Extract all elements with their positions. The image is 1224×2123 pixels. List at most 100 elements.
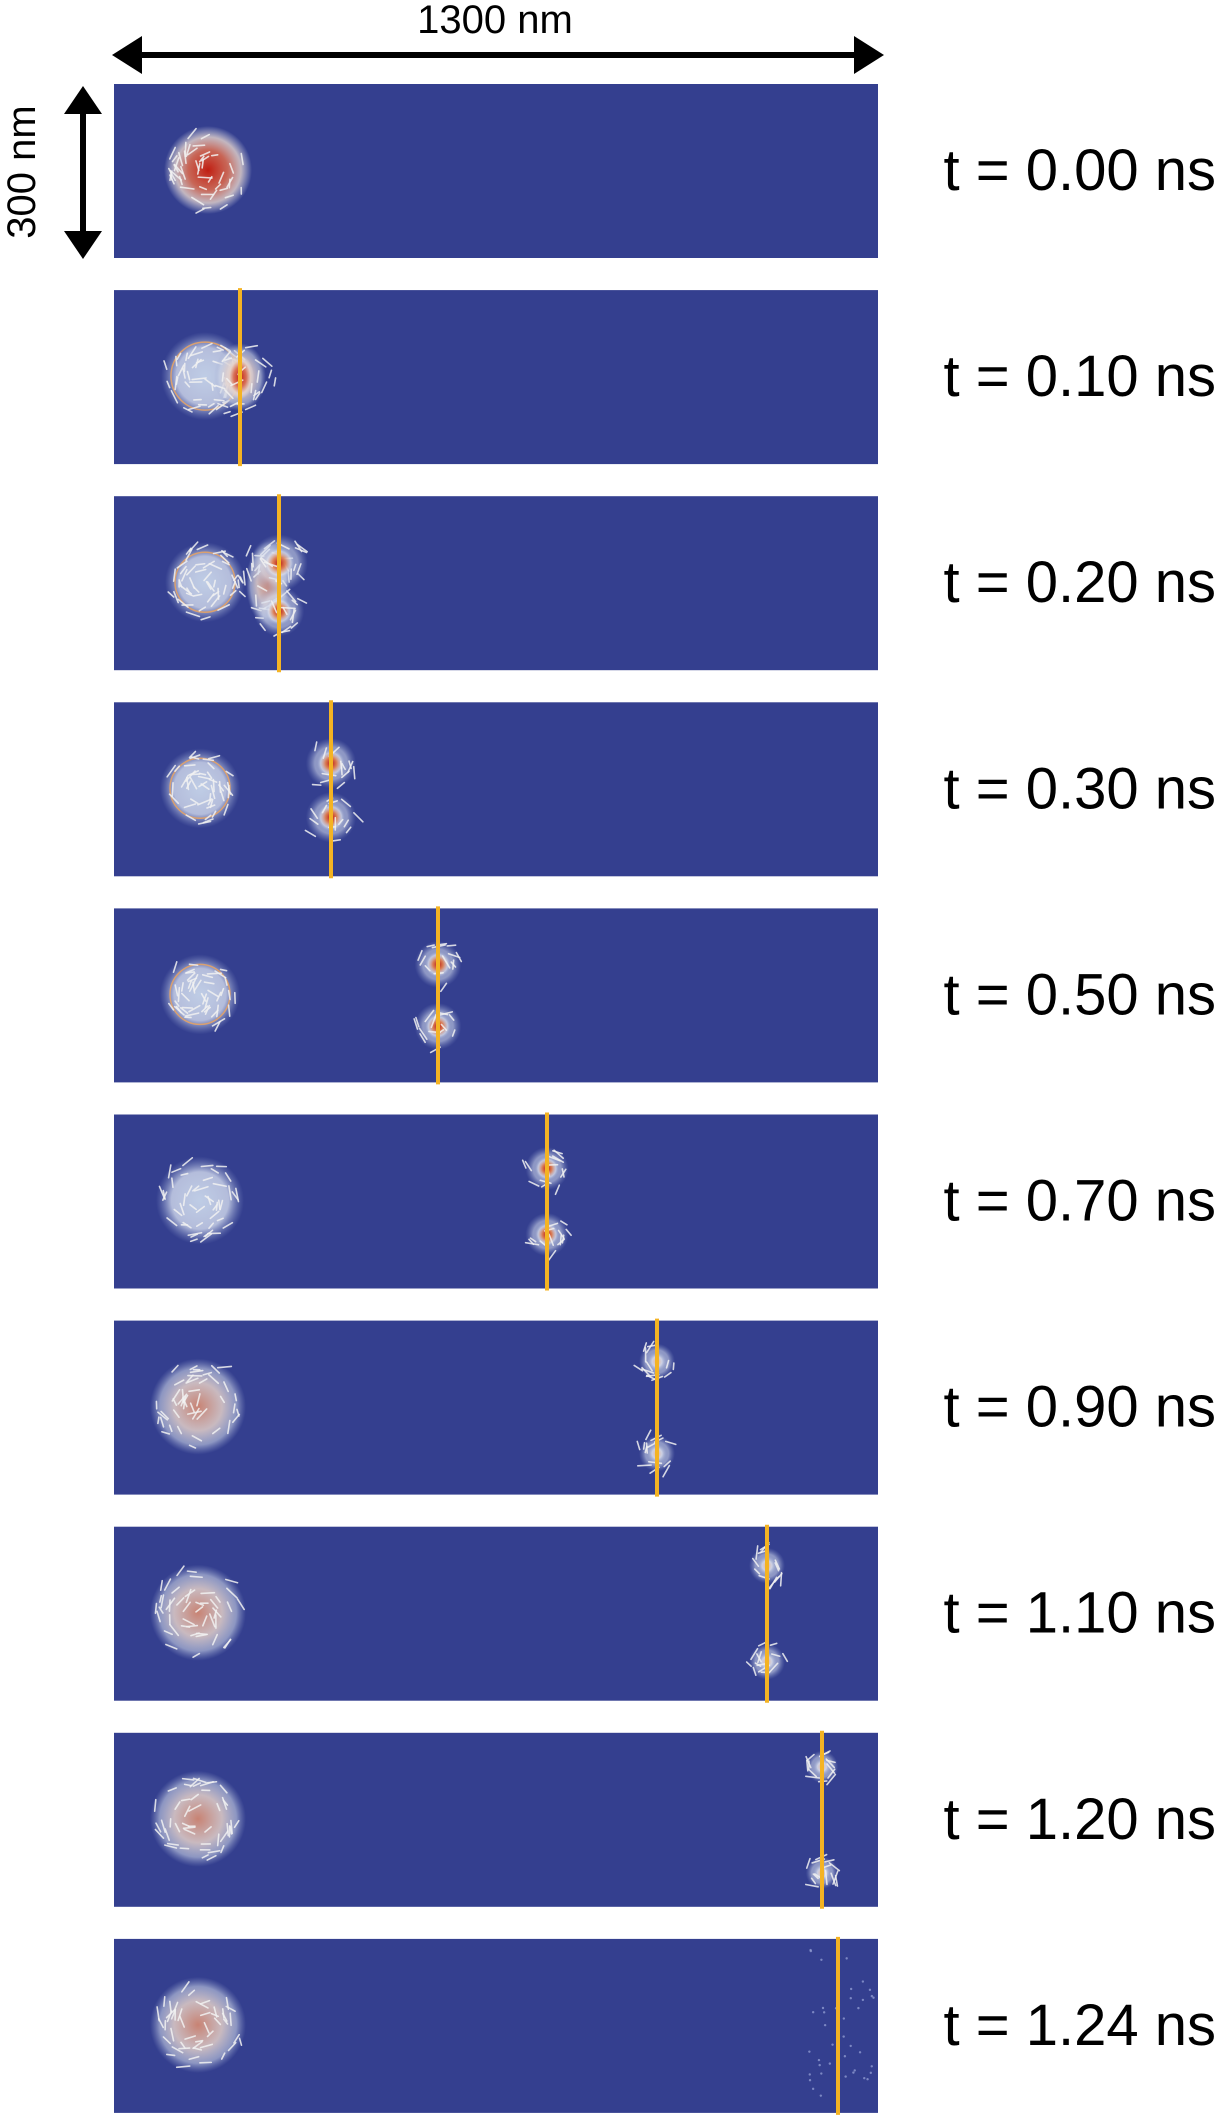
magnetization-arrow	[174, 2001, 179, 2011]
magnetization-arrow	[216, 1217, 224, 1222]
magnetization-arrow	[176, 1597, 185, 1606]
spin-wave-dot	[849, 2044, 852, 2048]
magnetization-arrow	[239, 576, 244, 584]
magnetization-arrow	[212, 550, 226, 555]
magnetization-arrow	[202, 993, 208, 1005]
magnetization-arrow	[208, 404, 219, 415]
magnetization-arrow	[174, 984, 179, 997]
magnetization-arrow	[183, 1828, 196, 1835]
frame-panel: t = 0.20 ns	[114, 494, 1216, 673]
magnetization-arrow	[188, 963, 199, 967]
spin-wave-dot	[872, 1996, 875, 1999]
magnetization-arrow	[174, 1379, 185, 1386]
magnetization-arrow	[213, 2006, 218, 2018]
magnetization-arrow	[171, 1167, 182, 1173]
magnetization-arrow	[155, 1822, 162, 1833]
magnetization-arrow	[218, 171, 225, 184]
magnetization-arrow	[203, 1006, 211, 1013]
magnetization-arrow	[164, 1844, 178, 1849]
magnetization-arrow	[270, 600, 278, 614]
magnetization-arrow	[164, 1828, 171, 1841]
height-arrow-bottom-head	[64, 231, 102, 259]
magnetization-arrow	[188, 750, 197, 759]
magnetization-arrow	[754, 1662, 762, 1667]
magnetization-arrow	[645, 1340, 655, 1354]
spin-wave-dot	[820, 1958, 823, 1961]
magnetization-arrow	[183, 1805, 191, 1818]
magnetization-arrow	[166, 2010, 173, 2023]
skyrmion	[165, 542, 245, 623]
magnetization-arrow	[338, 818, 344, 826]
magnetization-arrow	[219, 1830, 229, 1843]
magnetization-arrow	[219, 204, 228, 210]
magnetization-arrow	[222, 584, 227, 595]
magnetization-arrow	[189, 1402, 195, 1413]
magnetization-arrow	[208, 778, 218, 783]
magnetization-arrow	[211, 382, 214, 391]
magnetization-arrow	[165, 1643, 178, 1650]
spin-wave-dot	[857, 2006, 860, 2010]
magnetization-arrow	[256, 370, 260, 383]
magnetization-arrow	[160, 1594, 165, 1609]
magnetization-arrow	[192, 1777, 207, 1784]
magnetization-arrow	[196, 1393, 201, 1407]
magnetization-arrow	[221, 560, 230, 566]
magnetization-arrow	[162, 2036, 171, 2045]
magnetization-arrow	[198, 606, 207, 612]
magnetization-arrow	[199, 151, 211, 157]
magnetization-arrow	[222, 2018, 229, 2025]
magnetization-arrow	[173, 590, 179, 604]
magnetization-arrow	[826, 1763, 836, 1774]
magnetization-arrow	[172, 961, 178, 974]
magnetization-arrow	[225, 1578, 239, 1584]
magnetization-arrow	[196, 1408, 208, 1420]
spin-wave-dot	[843, 2055, 847, 2058]
magnetization-arrow	[221, 350, 232, 363]
magnetization-arrow	[176, 1425, 183, 1435]
magnetization-arrow	[805, 1755, 812, 1769]
magnetization-arrow	[551, 1155, 565, 1163]
magnetization-arrow	[424, 965, 431, 972]
magnetization-arrow	[226, 1822, 230, 1837]
magnetization-arrow	[286, 590, 297, 603]
skyrmion	[160, 748, 240, 829]
height-arrow-top-head	[64, 86, 102, 114]
magnetization-arrow	[232, 1403, 236, 1414]
magnetization-arrow	[204, 814, 212, 821]
magnetization-arrow	[217, 402, 229, 408]
magnetization-arrow	[352, 765, 356, 780]
magnetization-arrow	[240, 152, 244, 166]
magnetization-arrow	[636, 1440, 641, 1451]
magnetization-arrow	[229, 162, 235, 174]
magnetization-arrow	[185, 548, 193, 561]
magnetization-arrow	[757, 1651, 763, 1664]
time-label: t = 1.24 ns	[944, 1993, 1216, 2058]
magnetization-arrow	[200, 783, 210, 790]
magnetization-arrow	[167, 591, 175, 598]
magnetization-arrow	[184, 2035, 196, 2040]
magnetization-arrow	[203, 2021, 210, 2034]
magnetization-arrow	[182, 1193, 186, 1207]
magnetization-arrow	[224, 1172, 232, 1182]
magnetization-arrow	[199, 2011, 211, 2017]
magnetization-arrow	[201, 1854, 209, 1859]
spin-wave-dot	[853, 2069, 856, 2072]
magnetization-arrow	[157, 1416, 160, 1425]
magnetization-arrow	[808, 1768, 818, 1778]
magnetization-arrow	[211, 590, 220, 597]
magnetization-arrow	[173, 157, 180, 172]
magnetization-arrow	[751, 1557, 760, 1567]
magnetization-arrow	[193, 1185, 209, 1192]
magnetization-arrow	[203, 1232, 210, 1238]
magnetization-arrow	[168, 1002, 175, 1011]
magnetization-arrow	[222, 1799, 229, 1806]
magnetization-arrow	[202, 758, 215, 762]
spin-wave-dot	[831, 2043, 834, 2046]
magnetization-arrow	[223, 410, 231, 415]
magnetization-arrow	[183, 803, 197, 809]
skyrmion	[150, 1564, 246, 1661]
magnetization-arrow	[195, 1222, 204, 1228]
magnetization-arrow	[212, 1607, 222, 1618]
magnetization-arrow	[179, 1006, 189, 1014]
magnetization-arrow	[189, 754, 201, 760]
